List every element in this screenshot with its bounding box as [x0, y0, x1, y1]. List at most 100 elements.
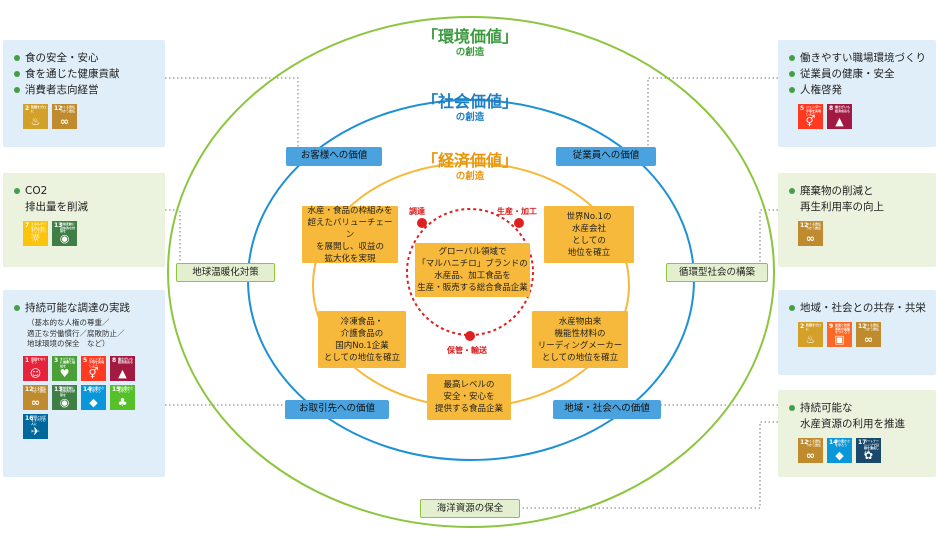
infinity-icon: ∞ [805, 449, 816, 462]
panel-item: 持続可能な 水産資源の利用を推進 [788, 400, 926, 432]
sdg-title: ジェンダー平等を実現しよう [89, 356, 105, 368]
label-produce: 生産・加工 [497, 207, 537, 216]
heartbeat-icon: ♥ [59, 366, 70, 380]
sdg-title: 陸の豊かさも守ろう [118, 385, 134, 394]
tag-circular: 循環型社会の構築 [666, 263, 768, 282]
tree-icon: ♣ [117, 395, 128, 409]
panel-item: 食の安全・安心 [13, 50, 155, 66]
sdg-number: 2 [800, 323, 805, 330]
cycle-node-procure [417, 218, 427, 228]
sdg-title: 飢餓をゼロに [31, 105, 47, 113]
infinity-icon: ∞ [805, 232, 816, 245]
panel-note: （基本的な人権の尊重／ 適正な労働慣行／腐敗防止／ 地球環境の保全 など） [27, 318, 125, 348]
infinity-icon: ∞ [863, 333, 874, 346]
soc-value-title: 「社会価値」 の創造 [405, 92, 535, 124]
infinity-icon: ∞ [59, 115, 70, 128]
fish-icon: ◆ [89, 395, 98, 409]
soc-title-main: 「社会価値」 [421, 92, 518, 111]
sdg-number: 17 [858, 439, 867, 446]
sdg-number: 5 [800, 105, 805, 112]
panel-item-list: 地域・社会との共存・共栄 [788, 300, 926, 316]
env-title-main: 「環境価値」 [421, 27, 518, 46]
sdg-number: 12 [800, 222, 809, 229]
sdg-title: つくる責任 つかう責任 [864, 323, 880, 331]
sdg-number: 15 [112, 385, 121, 393]
eco-title-main: 「経済価値」 [421, 151, 518, 170]
eco-box-safety: 最高レベルの 安全・安心を 提供する食品企業 [427, 374, 511, 420]
panel-item: 廃棄物の削減と 再生利用率の向上 [788, 183, 926, 215]
sdg-number: 14 [83, 385, 92, 393]
sdg-number: 12 [25, 385, 34, 393]
sdg-title: 働きがいも経済成長も [118, 356, 134, 365]
bowl-icon: ♨ [805, 333, 816, 346]
cycle-node-produce [514, 218, 524, 228]
tag-employees: 従業員への価値 [556, 147, 656, 166]
tag-partners: お取引先への価値 [285, 400, 389, 419]
fish-icon: ◆ [835, 449, 844, 462]
eco-value-title: 「経済価値」 の創造 [405, 151, 535, 183]
eco-box-functional-materials: 水産物由来 機能性材料の リーディングメーカー としての地位を確立 [532, 311, 628, 368]
sdg-number: 16 [25, 414, 34, 422]
outer-ring [167, 16, 775, 528]
panel-item-list: 働きやすい職場環境づくり従業員の健康・安全人権啓発 [788, 50, 926, 98]
label-distribute: 保管・輸送 [447, 346, 487, 355]
panel-item: 人権啓発 [788, 82, 926, 98]
sdg-title: 貧困をなくそう [31, 356, 47, 365]
label-procure: 調達 [409, 207, 425, 216]
flower-icon: ✿ [863, 449, 874, 462]
panel-item: 従業員の健康・安全 [788, 66, 926, 82]
panel-item: 働きやすい職場環境づくり [788, 50, 926, 66]
sdg-number: 7 [25, 222, 30, 229]
sun-icon: ☼ [30, 232, 41, 245]
dove-icon: ✈ [30, 424, 41, 438]
panel-item-list: CO2 排出量を削減 [13, 183, 155, 215]
family-icon: ☺ [29, 366, 42, 380]
cycle-node-distribute [465, 331, 475, 341]
sdg-title: 産業と技術革新の基盤をつくろう [835, 323, 851, 335]
eye-globe-icon: ◉ [59, 395, 70, 409]
panel-procurement: 持続可能な調達の実践（基本的な人権の尊重／ 適正な労働慣行／腐敗防止／ 地球環境… [3, 290, 165, 477]
env-value-title: 「環境価値」 の創造 [405, 27, 535, 59]
panel-item: 地域・社会との共存・共栄 [788, 300, 926, 316]
sdg-number: 12 [858, 323, 867, 330]
sdg-title: すべての人に健康と福祉を [60, 356, 76, 368]
chart-icon: ▲ [835, 115, 844, 128]
sdg-title: エネルギーをみんなに そしてクリーンに [31, 222, 47, 237]
chart-icon: ▲ [118, 366, 127, 380]
infinity-icon: ∞ [30, 395, 41, 409]
sdg-title: 飢餓をゼロに [806, 323, 822, 331]
bowl-icon: ♨ [30, 115, 41, 128]
sdg-number: 3 [54, 356, 59, 364]
sdg-number: 13 [54, 385, 63, 393]
sdg-number: 2 [25, 105, 30, 112]
panel-item-list: 持続可能な 水産資源の利用を推進 [788, 400, 926, 432]
panel-item-list: 廃棄物の削減と 再生利用率の向上 [788, 183, 926, 215]
sdg-title: つくる責任 つかう責任 [806, 222, 822, 230]
sdg-title: 働きがいも経済成長も [835, 105, 851, 113]
sdg-number: 5 [83, 356, 88, 364]
